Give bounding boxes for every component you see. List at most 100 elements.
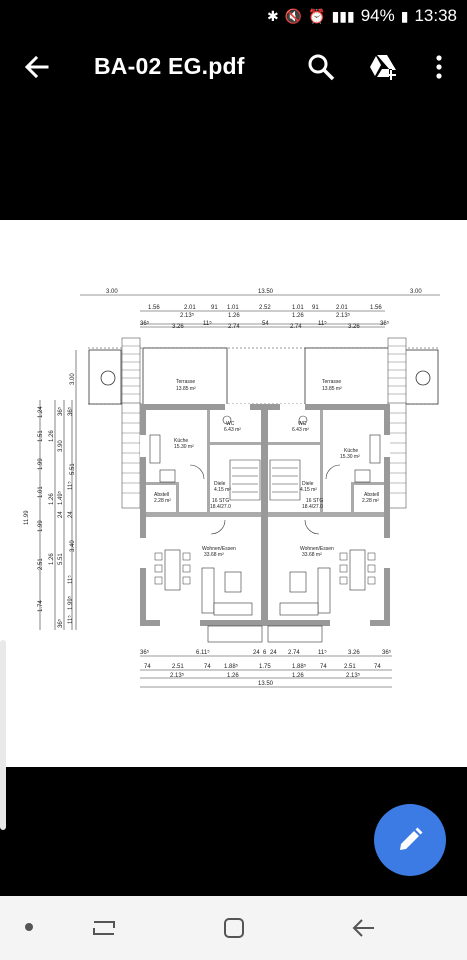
- dim-top-2: 13.50: [258, 289, 274, 295]
- dim-top-22: 2.74: [290, 324, 302, 330]
- scroll-handle[interactable]: [0, 640, 6, 830]
- dim-top-23: 11⁵: [318, 320, 327, 327]
- dim-left-b4: 5.51: [58, 553, 64, 565]
- add-to-drive-icon[interactable]: [368, 52, 398, 82]
- dim-top-6: 91: [211, 305, 218, 311]
- dim-left-c5: 36⁵: [57, 618, 64, 628]
- dim-bot-5: 24: [270, 650, 277, 656]
- search-icon[interactable]: [306, 52, 336, 82]
- dim-left-a2: 1.51: [38, 430, 44, 442]
- room-terrasse-right-area: 13.85 m²: [322, 386, 342, 392]
- mute-icon: 🔇: [284, 7, 303, 24]
- dim-left-d3: 1.99⁵: [67, 595, 74, 610]
- app-bar: BA-02 EG.pdf: [0, 34, 467, 102]
- dim-left-a1: 1.24: [38, 406, 44, 418]
- dim-bot-12: 74: [204, 664, 211, 670]
- dim-top-8: 2.52: [259, 305, 271, 311]
- clock: 13:38: [414, 6, 457, 25]
- dim-top-10: 91: [312, 305, 319, 311]
- dim-left-total: 11.99: [24, 510, 30, 525]
- stair-left: 16 STG: [212, 498, 229, 504]
- room-kueche-right: Küche: [344, 448, 358, 454]
- room-terrasse-right: Terrasse: [322, 379, 341, 385]
- dim-top-21: 54: [262, 321, 269, 327]
- dim-bot-2: 6.11⁵: [196, 649, 210, 656]
- more-options-icon[interactable]: [424, 52, 454, 82]
- dim-bot-7: 11⁵: [318, 649, 327, 656]
- recent-apps-icon[interactable]: [90, 914, 118, 942]
- alarm-icon: ⏰: [308, 7, 326, 24]
- status-bar: ✱ 🔇 ⏰ ▮▮▮ 94% ▮ 13:38: [0, 0, 467, 34]
- dim-bot-13: 1.88⁵: [224, 663, 239, 670]
- dim-bot-17: 2.51: [344, 664, 356, 670]
- dim-left-b2: 1.26: [49, 493, 55, 505]
- stair-left-sub: 18.4/27.0: [210, 504, 231, 510]
- room-wc-left: WC: [226, 421, 235, 427]
- dim-left-a4: 1.01: [38, 486, 44, 498]
- dim-bot-1: 36⁵: [140, 649, 150, 656]
- dim-bot-16: 74: [320, 664, 327, 670]
- dim-left-mid2: 3.90: [58, 440, 64, 452]
- stair-right: 16 STG: [306, 498, 323, 504]
- dim-bot-4: 6: [263, 650, 267, 656]
- nav-dot-indicator: [25, 923, 33, 931]
- pdf-page[interactable]: 3.00 13.50 3.00 1.56 2.01 91 1.01 2.52 1…: [0, 220, 467, 767]
- dim-top-18: 3.26: [172, 324, 184, 330]
- back-arrow-icon[interactable]: [22, 52, 52, 82]
- room-diele-right-area: 4.15 m²: [300, 487, 317, 493]
- dim-left-d5: 11⁵: [67, 615, 74, 624]
- room-wc-left-area: 6.43 m²: [224, 427, 241, 433]
- signal-icon: ▮▮▮: [331, 7, 355, 24]
- dim-top-20: 2.74: [228, 324, 240, 330]
- dim-left-a3: 1.99: [38, 458, 44, 470]
- dim-left-mid1: 3.00: [70, 373, 76, 385]
- room-kueche-right-area: 15.30 m²: [340, 454, 360, 460]
- dim-left-c1: 36⁵: [57, 406, 64, 416]
- dim-top-14: 1.26: [228, 313, 240, 319]
- dim-top-25: 36⁵: [380, 320, 390, 327]
- system-nav-bar: [0, 896, 467, 960]
- edit-fab-button[interactable]: [374, 804, 446, 876]
- room-wohnen-right-area: 33.68 m²: [302, 552, 322, 558]
- dim-bot-18: 74: [374, 664, 381, 670]
- room-terrasse-left: Terrasse: [176, 379, 195, 385]
- dim-left-d4: 11⁵: [67, 575, 74, 584]
- room-wohnen-left-area: 33.68 m²: [204, 552, 224, 558]
- room-kueche-left-area: 15.30 m²: [174, 444, 194, 450]
- dim-left-a5: 1.99: [38, 520, 44, 532]
- back-icon[interactable]: [350, 914, 378, 942]
- dim-top-9: 1.01: [292, 305, 304, 311]
- dim-bot-8: 3.26: [348, 650, 360, 656]
- dim-top-13: 2.13⁵: [180, 312, 195, 319]
- dim-bot-19: 2.13⁵: [170, 672, 185, 679]
- dim-left-b1: 1.26: [49, 430, 55, 442]
- dim-bot-21: 1.26: [292, 673, 304, 679]
- battery-percent: 94%: [360, 6, 395, 25]
- room-wc-right: WC: [298, 421, 307, 427]
- dim-bot-20: 1.26: [227, 673, 239, 679]
- stair-right-sub: 18.4/27.0: [302, 504, 323, 510]
- dim-left-mid3: 5.51: [70, 463, 76, 475]
- room-wohnen-right: Wohnen/Essen: [300, 546, 334, 552]
- room-abstell-right-area: 2.28 m²: [362, 498, 379, 504]
- dim-bot-15: 1.88⁵: [292, 663, 307, 670]
- document-title: BA-02 EG.pdf: [94, 53, 245, 79]
- dim-top-15: 1.26: [292, 313, 304, 319]
- floor-plan-drawing: 3.00 13.50 3.00 1.56 2.01 91 1.01 2.52 1…: [24, 289, 440, 688]
- dim-top-5: 2.01: [184, 305, 196, 311]
- status-icons: ✱ 🔇 ⏰ ▮▮▮ 94% ▮ 13:38: [267, 6, 457, 26]
- home-icon[interactable]: [220, 914, 248, 942]
- room-kueche-left: Küche: [174, 438, 188, 444]
- dim-bot-3: 24: [253, 650, 260, 656]
- dim-bot-6: 2.74: [288, 650, 300, 656]
- dim-left-a6: 2.51: [38, 558, 44, 570]
- dim-top-24: 3.26: [348, 324, 360, 330]
- dim-bot-22: 2.13⁵: [346, 672, 361, 679]
- dim-top-1: 3.00: [106, 289, 118, 295]
- room-abstell-left-area: 2.28 m²: [154, 498, 171, 504]
- dim-top-12: 1.56: [370, 305, 382, 311]
- dim-bot-total: 13.50: [258, 681, 274, 687]
- room-abstell-right: Abstell: [364, 492, 379, 498]
- dim-bot-10: 74: [144, 664, 151, 670]
- dim-left-a7: 1.74: [38, 600, 44, 612]
